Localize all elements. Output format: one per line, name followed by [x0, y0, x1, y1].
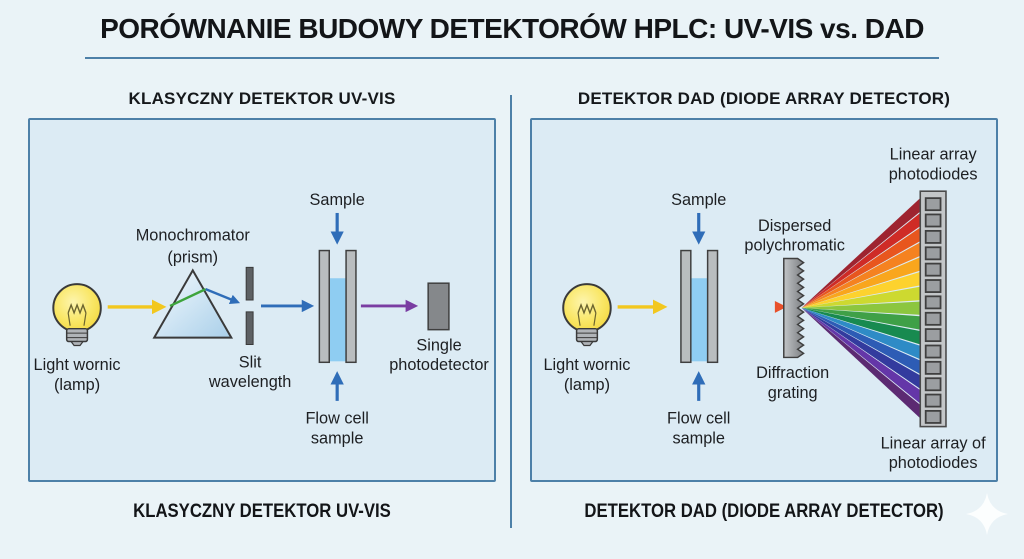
- lamp-label: Light wornic: [543, 356, 630, 374]
- left-panel-box: Light wornic (lamp) Monochromator (prism…: [28, 118, 496, 482]
- photodiode-cell: [924, 393, 942, 408]
- spectrum-ray: [801, 307, 922, 330]
- flow-cell-liquid: [690, 278, 708, 362]
- spectrum-ray: [801, 307, 922, 345]
- array-top-label: photodiodes: [889, 165, 978, 183]
- array-bottom-label: Linear array of: [881, 434, 987, 452]
- lamp-label: (lamp): [54, 376, 100, 394]
- flow-cell-icon: [318, 249, 357, 364]
- photodiode-cell: [924, 246, 942, 261]
- photodiode-cell: [924, 279, 942, 293]
- photodiode-squares: [924, 197, 942, 424]
- grating-label: Diffraction: [756, 364, 829, 382]
- light-bulb-icon: [52, 283, 102, 347]
- diffraction-grating-icon: [783, 257, 805, 359]
- photodiode-cell: [924, 262, 942, 277]
- photodiode-cell: [924, 229, 942, 244]
- prism-icon: [152, 268, 234, 339]
- lamp-label: (lamp): [564, 376, 610, 394]
- flow-cell-liquid: [329, 278, 347, 362]
- monochromator-label: Monochromator: [136, 227, 251, 245]
- slit-label: Slit: [239, 353, 262, 371]
- flow-cell-label: Flow cell: [667, 410, 730, 428]
- dispersed-label: polychromatic: [744, 237, 845, 255]
- sample-label: Sample: [671, 191, 726, 209]
- polychromatic-beam-arrowhead: [774, 300, 787, 313]
- grating-label: grating: [768, 384, 818, 402]
- left-panel-footer: KLASYCZNY DETEKTOR UV-VIS: [133, 501, 391, 522]
- photodiode-array-icon: [919, 190, 947, 428]
- monochromator-label: (prism): [167, 248, 218, 266]
- dad-diagram: Light wornic (lamp) Sample Dispersed pol…: [543, 146, 987, 473]
- right-panel-footer: DETEKTOR DAD (DIODE ARRAY DETECTOR): [584, 501, 944, 522]
- flow-cell-label: Flow cell: [305, 410, 368, 428]
- dispersed-label: Dispersed: [758, 217, 831, 235]
- light-bulb-icon: [562, 283, 612, 347]
- refracted-ray: [169, 288, 207, 308]
- panel-divider: [510, 95, 512, 528]
- photodetector-label: Single: [416, 336, 461, 354]
- flow-cell-icon: [680, 249, 719, 364]
- photodiode-cell: [924, 295, 942, 310]
- flow-cell-label: sample: [672, 429, 725, 447]
- sparkle-icon: [966, 493, 1008, 535]
- photodiode-cell: [924, 197, 942, 212]
- photodiode-cell: [924, 409, 942, 424]
- slit-label: wavelength: [208, 373, 291, 391]
- slit-icon: [245, 266, 254, 345]
- sample-label: Sample: [310, 191, 365, 209]
- photodiode-cell: [924, 377, 942, 392]
- spectrum-ray: [801, 307, 922, 420]
- photodiode-cell: [924, 328, 942, 343]
- photodiode-cell: [924, 360, 942, 375]
- left-panel-header: KLASYCZNY DETEKTOR UV-VIS: [128, 89, 396, 108]
- photodiode-cell: [924, 213, 942, 228]
- lamp-label: Light wornic: [34, 356, 121, 374]
- photodetector-label: photodetector: [389, 356, 489, 374]
- page-title: PORÓWNANIE BUDOWY DETEKTORÓW HPLC: UV-VI…: [100, 13, 924, 44]
- right-panel-box: Light wornic (lamp) Sample Dispersed pol…: [530, 118, 998, 482]
- spectrum-ray: [801, 301, 922, 315]
- spectrum-ray: [801, 286, 922, 308]
- photodetector-icon: [427, 282, 450, 331]
- uv-vis-diagram: Light wornic (lamp) Monochromator (prism…: [34, 191, 490, 447]
- photodiode-cell: [924, 311, 942, 326]
- monochromatic-ray-arrow: [205, 288, 241, 304]
- right-panel-header: DETEKTOR DAD (DIODE ARRAY DETECTOR): [577, 89, 951, 108]
- photodiode-cell: [924, 344, 942, 359]
- title-divider: [85, 57, 939, 59]
- array-bottom-label: photodiodes: [889, 454, 978, 472]
- flow-cell-label: sample: [311, 429, 364, 447]
- array-top-label: Linear array: [890, 146, 978, 164]
- spectrum-ray: [801, 271, 922, 308]
